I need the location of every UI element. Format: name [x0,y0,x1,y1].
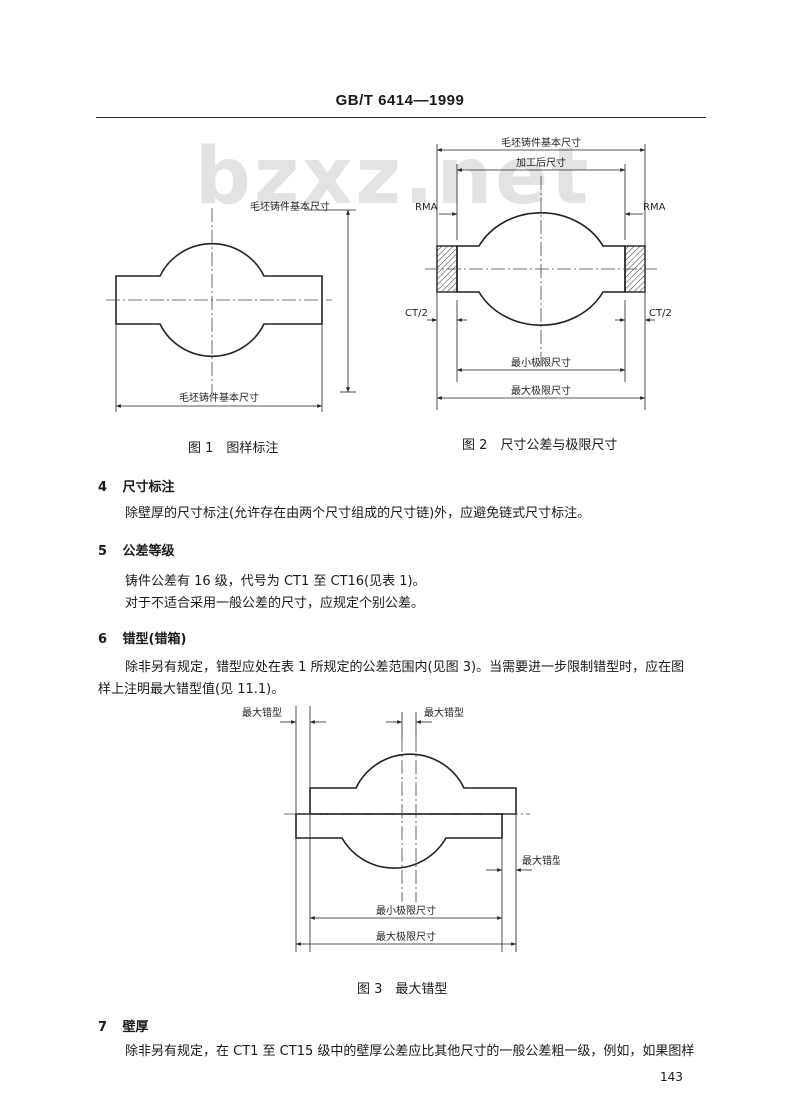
section-title: 尺寸标注 [122,480,175,495]
page-number: 143 [660,1070,683,1084]
section-title: 错型(错箱) [122,632,187,647]
watermark: bzxz.net [195,132,592,222]
fig2-label-ct-right: CT/2 [649,308,672,319]
section-6-text-2: 样上注明最大错型值(见 11.1)。 [98,682,285,697]
fig2-label-ct-left: CT/2 [405,308,428,319]
header-rule [96,117,706,118]
fig2-label-rma-left: RMA [415,202,438,213]
section-number: 4 [98,480,108,495]
figure-2-drawing: 毛坯铸件基本尺寸 加工后尺寸 RMA RMA CT/2 CT/2 最小极限尺寸 … [405,136,672,410]
fig1-label-bottom: 毛坯铸件基本尺寸 [179,391,259,404]
section-title: 公差等级 [122,544,175,559]
section-number: 5 [98,544,108,559]
fig3-label-top: 最大错型 [424,706,464,719]
fig2-label-min: 最小极限尺寸 [511,356,571,369]
fig3-label-right: 最大错型 [522,854,560,867]
section-6-heading: 6 错型(错箱) [98,628,186,647]
fig3-label-left: 最大错型 [242,706,282,719]
section-title: 壁厚 [122,1020,149,1035]
fig1-label-top: 毛坯铸件基本尺寸 [250,200,330,213]
fig2-label-top: 毛坯铸件基本尺寸 [501,136,581,149]
section-6-text-1: 除非另有规定，错型应处在表 1 所规定的公差范围内(见图 3)。当需要进一步限制… [125,660,685,675]
figure-1-drawing: 毛坯铸件基本尺寸 毛坯铸件基本尺寸 [106,200,356,412]
section-number: 6 [98,632,108,647]
section-4-heading: 4 尺寸标注 [98,476,175,495]
section-4-text: 除壁厚的尺寸标注(允许存在由两个尺寸组成的尺寸链)外，应避免链式尺寸标注。 [125,506,591,521]
standard-header: GB/T 6414—1999 [335,92,465,109]
fig2-label-rma-right: RMA [643,202,666,213]
figure-1-caption: 图 1 图样标注 [188,441,279,456]
fig3-label-min: 最小极限尺寸 [376,904,436,917]
fig3-label-max: 最大极限尺寸 [376,930,436,943]
section-5-text-1: 铸件公差有 16 级，代号为 CT1 至 CT16(见表 1)。 [125,574,426,589]
fig2-label-machined: 加工后尺寸 [516,156,566,169]
section-7-heading: 7 壁厚 [98,1016,149,1035]
fig2-casting-outline [456,211,626,327]
section-5-text-2: 对于不适合采用一般公差的尺寸，应规定个别公差。 [125,596,425,611]
figure-2-caption: 图 2 尺寸公差与极限尺寸 [462,438,618,453]
section-5-heading: 5 公差等级 [98,540,175,559]
fig3-lower-half [295,813,503,869]
section-number: 7 [98,1020,108,1035]
figure-3-caption: 图 3 最大错型 [357,982,448,997]
section-7-text-1: 除非另有规定，在 CT1 至 CT15 级中的壁厚公差应比其他尺寸的一般公差粗一… [125,1044,695,1059]
fig2-label-max: 最大极限尺寸 [511,384,571,397]
figure-3-drawing: 最大错型 最大错型 最大错型 最小极限尺寸 最大极限尺寸 [242,706,560,952]
fig3-upper-half [309,753,517,815]
